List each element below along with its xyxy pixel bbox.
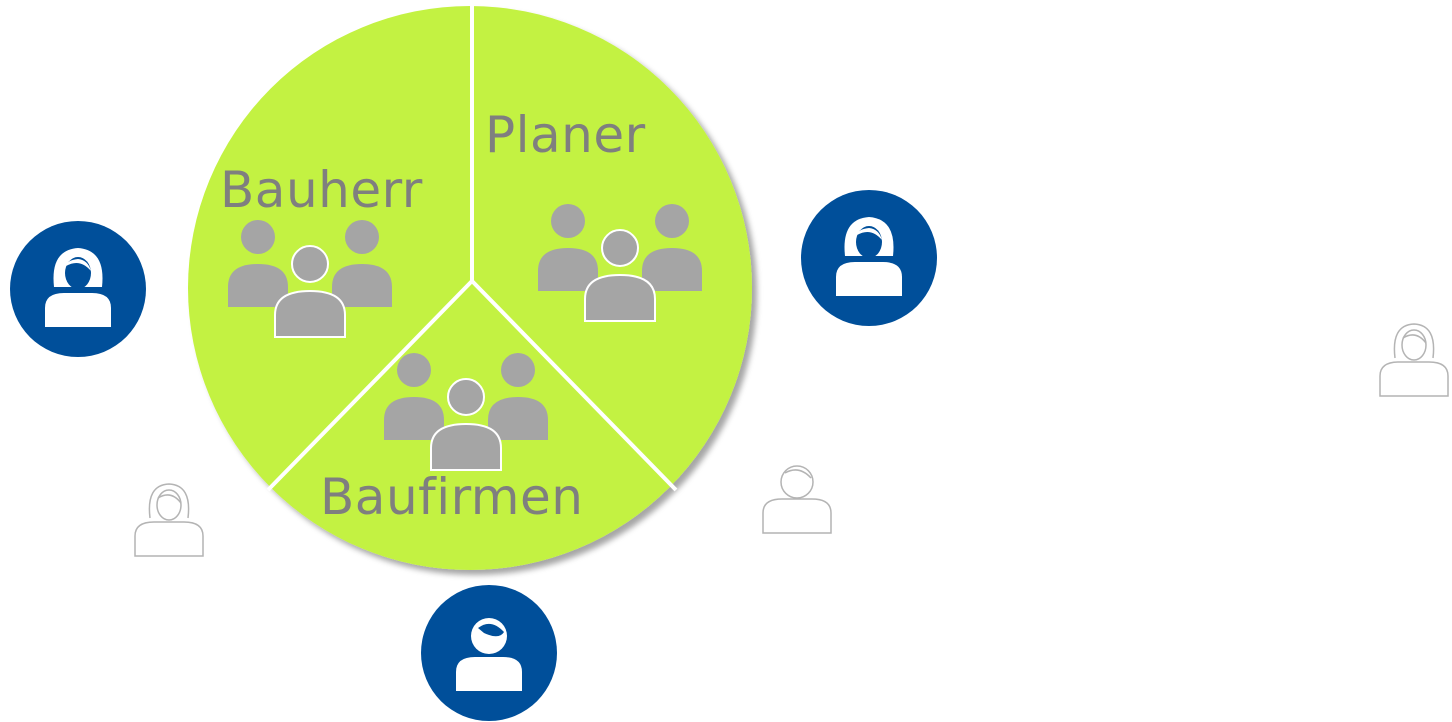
male-user-badge-bottom [421,585,557,721]
segment-label-planer: Planer [485,106,646,164]
divider-left [266,279,474,492]
female-user-outline-icon [134,483,204,557]
segment-label-baufirmen: Baufirmen [320,468,583,526]
divider-right [470,279,678,492]
female-user-outline-icon [1379,323,1449,397]
female-user-badge-right [801,190,937,326]
female-user-badge-left [10,221,146,357]
segment-label-bauherr: Bauherr [220,161,423,219]
male-user-outline-icon [762,465,832,534]
